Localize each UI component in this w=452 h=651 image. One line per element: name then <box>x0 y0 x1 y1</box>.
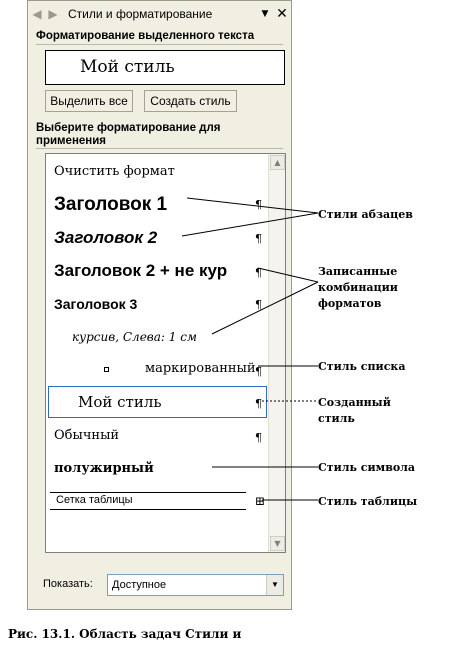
divider <box>36 44 283 45</box>
close-icon[interactable]: ✕ <box>276 6 288 22</box>
callout-created-line2: стиль <box>318 412 355 425</box>
current-style-preview: Мой стиль <box>45 50 285 85</box>
scroll-down-icon[interactable]: ▼ <box>270 536 285 551</box>
apply-section-title: Выберите форматирование для применения <box>36 122 221 147</box>
style-item-normal[interactable]: Обычный <box>54 428 120 443</box>
table-bottom-border <box>50 509 246 510</box>
paragraph-mark-icon: ¶ <box>255 198 262 211</box>
chevron-down-icon[interactable]: ▼ <box>266 575 283 595</box>
divider <box>36 148 283 149</box>
styles-list-scrollbar[interactable]: ▲ ▼ <box>268 154 285 552</box>
style-item-italic-indent[interactable]: курсив, Слева: 1 см <box>72 330 197 344</box>
callout-recorded-line3: форматов <box>318 297 382 310</box>
paragraph-mark-icon: ¶ <box>255 397 262 410</box>
styles-list: Очистить формат Заголовок 1 ¶ Заголовок … <box>45 153 286 553</box>
paragraph-mark-icon: ¶ <box>255 232 262 245</box>
figure-caption: Рис. 13.1. Область задач Стили и <box>8 627 242 641</box>
style-item-heading2-not-italic[interactable]: Заголовок 2 + не кур <box>54 261 228 280</box>
style-item-table-grid[interactable]: Сетка таблицы <box>56 494 133 506</box>
callout-recorded-line1: Записанные <box>318 265 398 278</box>
paragraph-mark-icon: ¶ <box>255 298 262 311</box>
style-item-bulleted[interactable]: маркированный <box>145 361 256 376</box>
callout-char-style: Стиль символа <box>318 461 416 474</box>
styles-task-pane: ◀ ▶ Стили и форматирование ▼ ✕ Форматиро… <box>27 0 292 610</box>
paragraph-mark-icon: ¶ <box>255 365 262 378</box>
callout-table-style: Стиль таблицы <box>318 495 418 508</box>
paragraph-mark-icon: ¶ <box>255 266 262 279</box>
table-top-border <box>50 492 246 493</box>
show-label: Показать: <box>43 578 93 590</box>
table-grid-icon: ⊞ <box>255 494 266 508</box>
style-item-clear-format[interactable]: Очистить формат <box>54 164 175 179</box>
pane-title: Стили и форматирование <box>68 7 213 21</box>
selected-style-highlight[interactable] <box>48 386 267 418</box>
select-all-button[interactable]: Выделить все <box>45 90 133 112</box>
pane-menu-icon[interactable]: ▼ <box>261 9 269 19</box>
forward-arrow-icon[interactable]: ▶ <box>48 7 58 21</box>
new-style-button[interactable]: Создать стиль <box>144 90 237 112</box>
selected-text-section-title: Форматирование выделенного текста <box>36 30 255 42</box>
pane-titlebar: ◀ ▶ Стили и форматирование ▼ ✕ <box>28 1 291 27</box>
bullet-icon <box>104 367 109 372</box>
callout-list-style: Стиль списка <box>318 360 406 373</box>
show-select[interactable]: Доступное ▼ <box>107 574 284 596</box>
back-arrow-icon[interactable]: ◀ <box>32 7 42 21</box>
callout-paragraph-styles: Стили абзацев <box>318 208 413 221</box>
paragraph-mark-icon: ¶ <box>255 431 262 444</box>
scroll-up-icon[interactable]: ▲ <box>270 155 285 170</box>
style-item-heading2[interactable]: Заголовок 2 <box>54 228 158 247</box>
style-item-heading1[interactable]: Заголовок 1 <box>54 194 168 215</box>
style-item-heading3[interactable]: Заголовок 3 <box>54 296 138 312</box>
callout-recorded-line2: комбинации <box>318 281 398 294</box>
style-item-bold[interactable]: полужирный <box>54 461 154 476</box>
show-select-value: Доступное <box>112 579 167 591</box>
style-item-my-style[interactable]: Мой стиль <box>78 393 162 411</box>
callout-created-line1: Созданный <box>318 396 391 409</box>
